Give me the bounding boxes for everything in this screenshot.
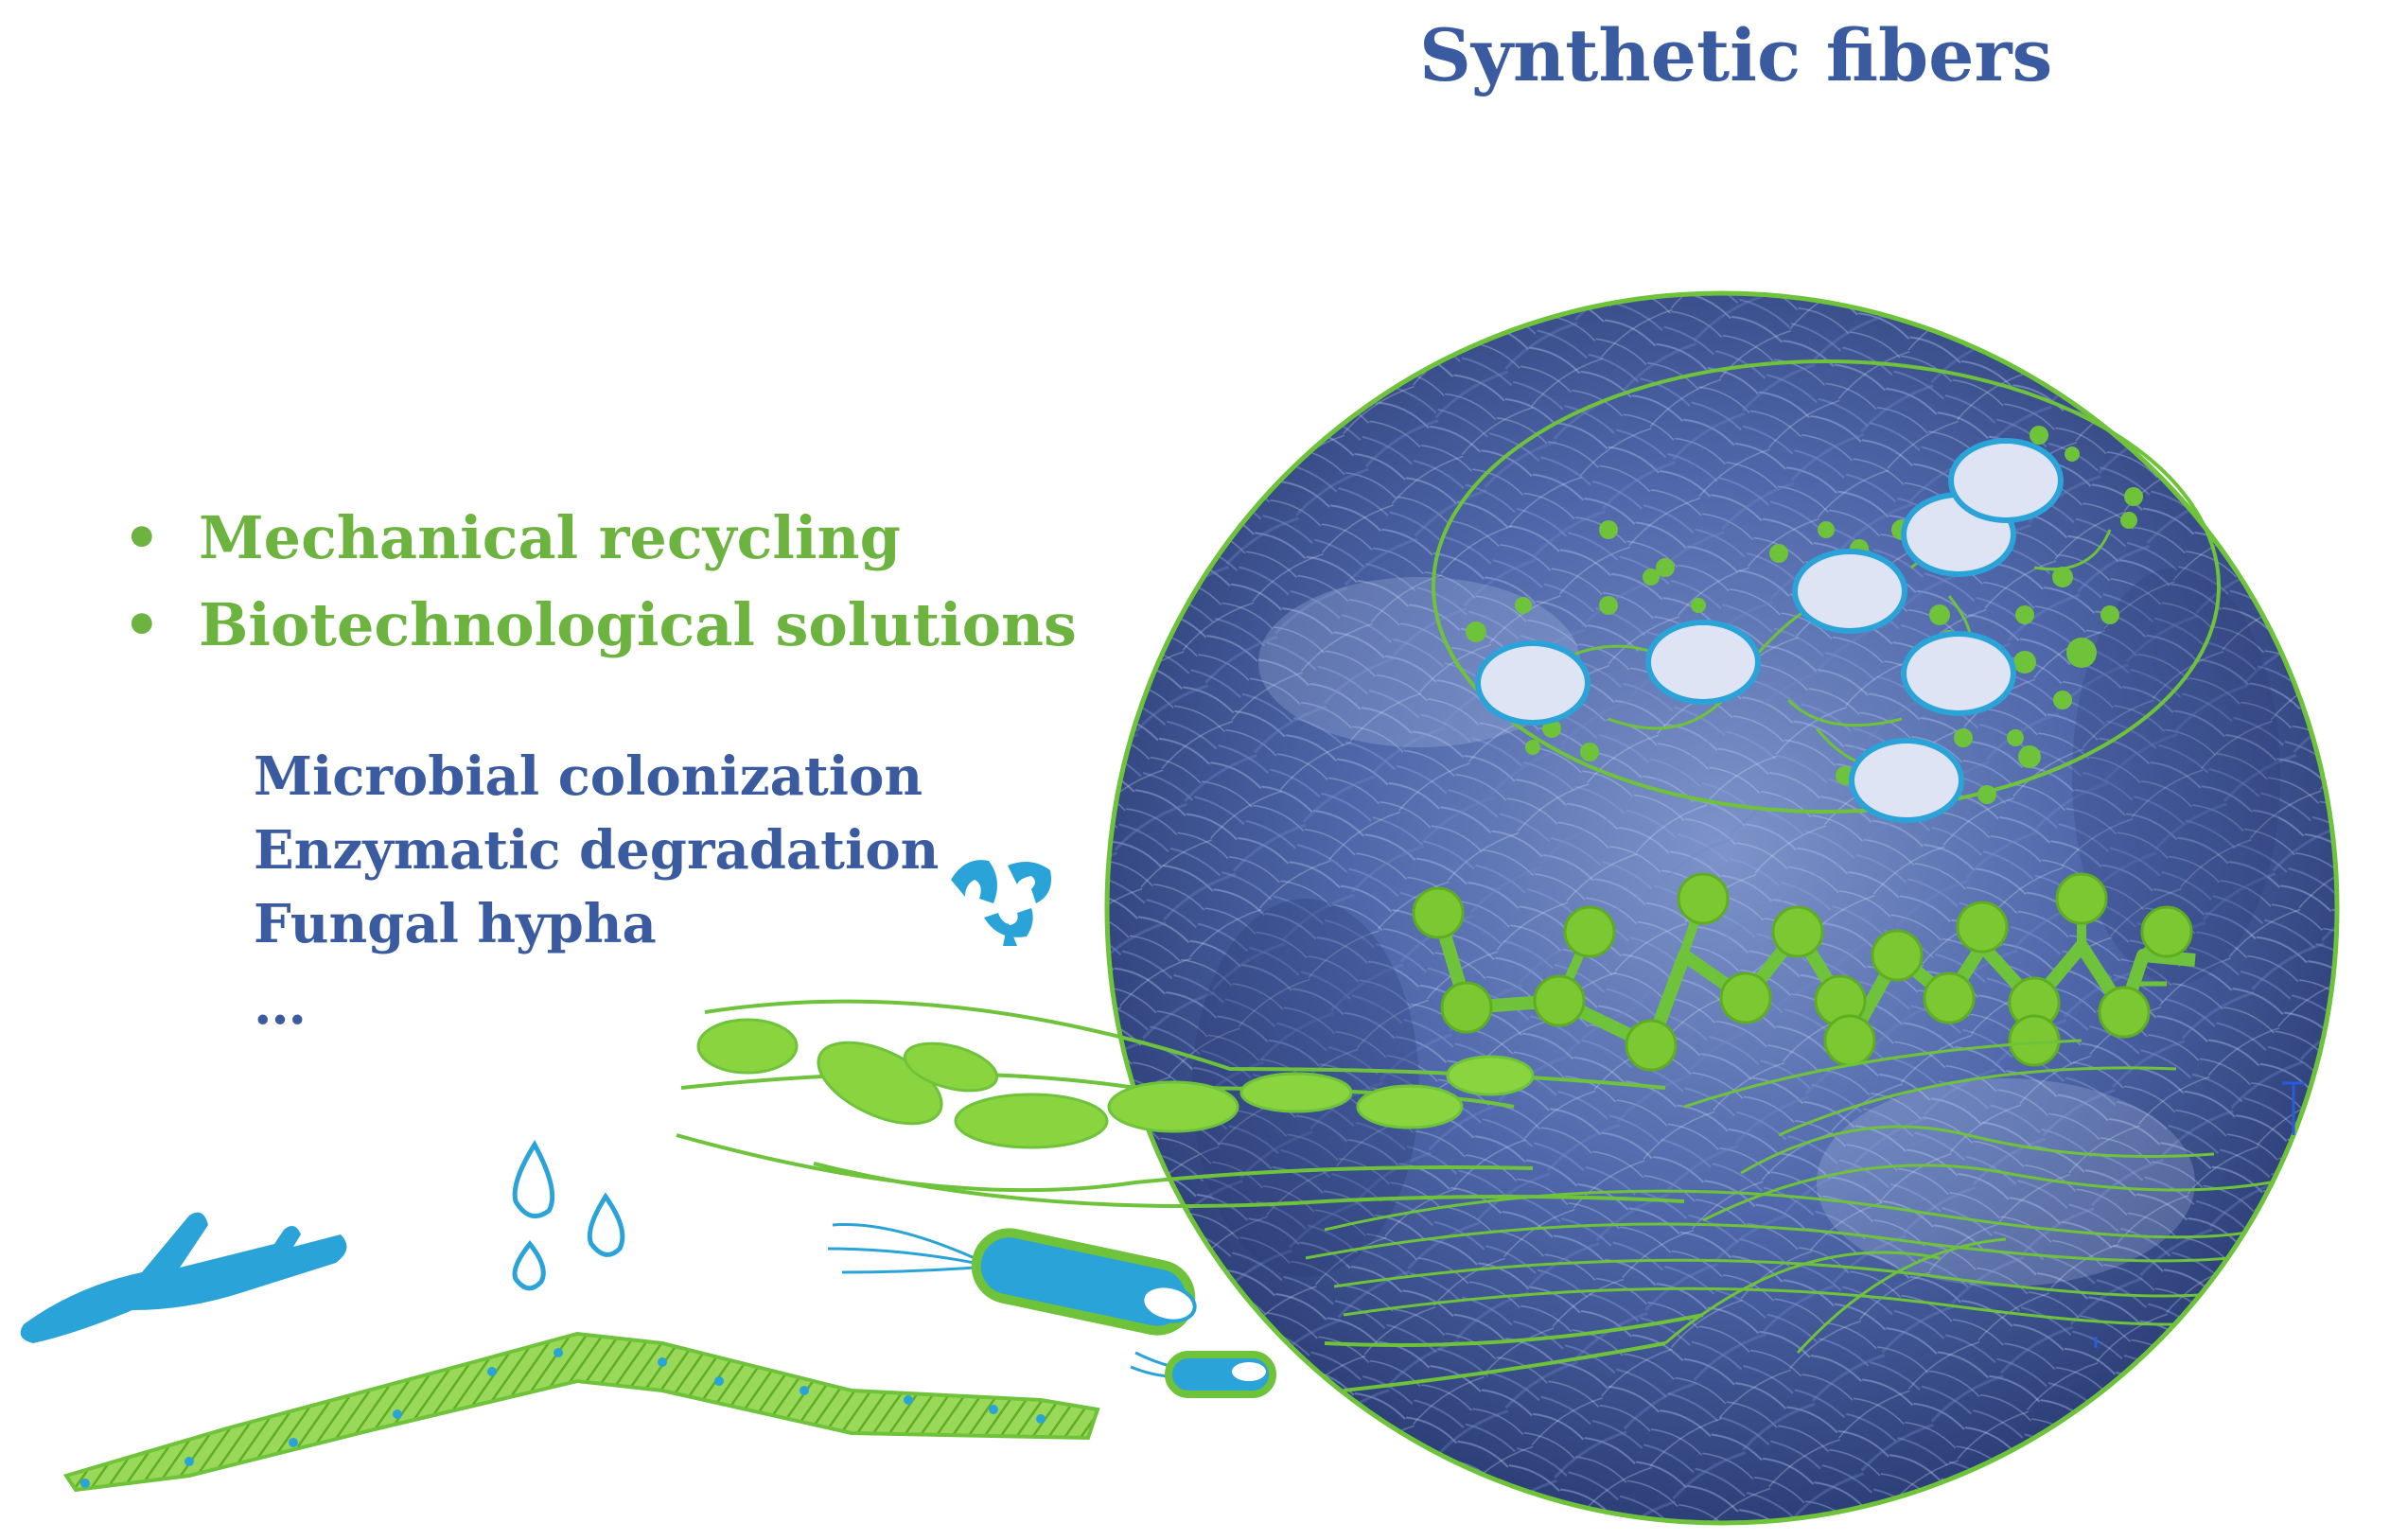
page-title: Synthetic fibers [1419, 13, 2053, 97]
process-label: Fungal hypha [254, 893, 657, 955]
bullet-label: Biotechnological solutions [199, 590, 1077, 659]
bullet-dot: • [123, 590, 161, 659]
process-label: Enzymatic degradation [254, 819, 940, 882]
bullet-label: Mechanical recycling [199, 503, 901, 572]
bullet-dot: • [123, 503, 161, 572]
polymer-chain-icon [1412, 872, 2196, 1072]
cell-cluster-icon [1432, 359, 2221, 823]
scale-marks [2094, 1081, 2305, 1348]
fibril-strands [1305, 1039, 2291, 1355]
recycle-shapes-icon [951, 860, 1051, 946]
filament-icon [676, 999, 1704, 1392]
water-drops-icon [512, 1140, 625, 1291]
branch-icon [20, 1212, 347, 1343]
process-label: Microbial colonization [254, 745, 923, 808]
process-ellipsis: … [254, 974, 307, 1037]
bullet-item: • Biotechnological solutions [123, 590, 1077, 659]
bacterium-icon [827, 1222, 1276, 1398]
hatched-filament [62, 1331, 1100, 1493]
bullet-item: • Mechanical recycling [123, 503, 901, 572]
